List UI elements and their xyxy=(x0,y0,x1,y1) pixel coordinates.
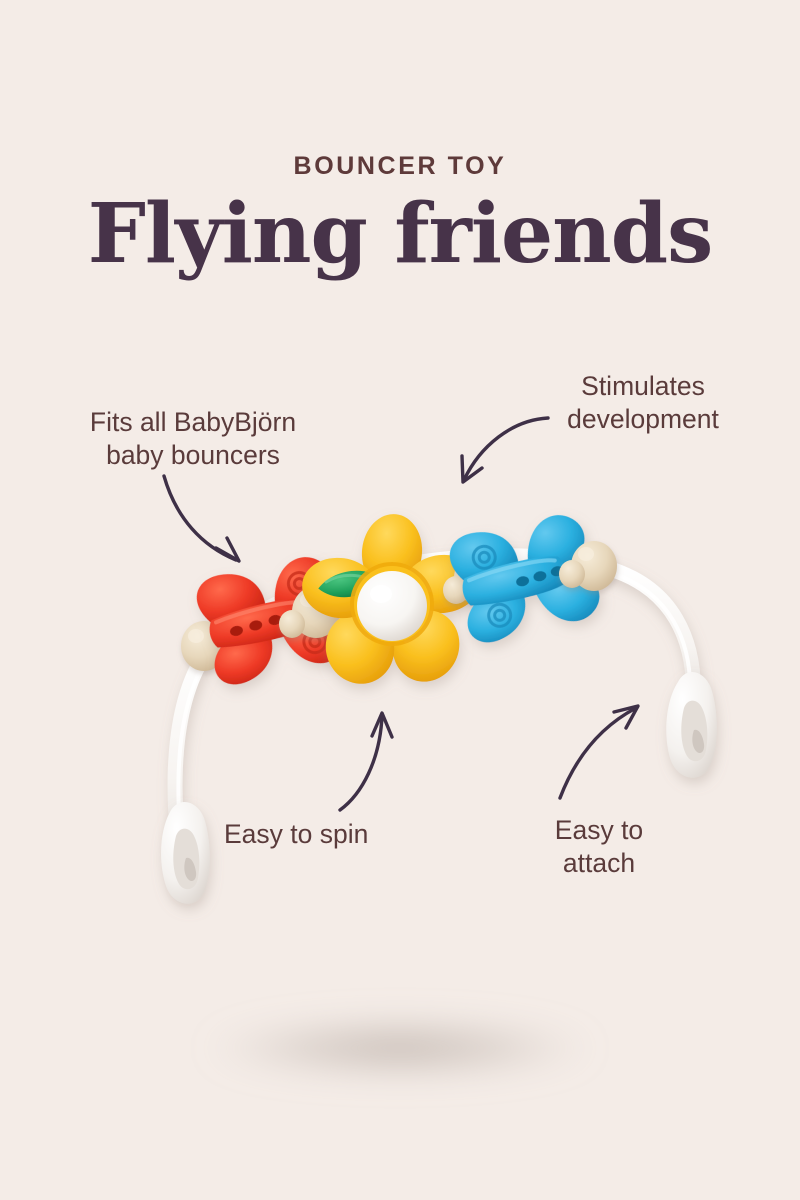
annotation-spin-label: Easy to spin xyxy=(224,819,369,849)
floor-shadow xyxy=(205,1018,595,1078)
eyebrow-label: BOUNCER TOY xyxy=(293,152,507,180)
annotation-fits-label: Fits all BabyBjörn baby bouncers xyxy=(89,407,297,471)
yellow-flower[interactable] xyxy=(298,511,483,693)
page-title: Flying friends xyxy=(87,186,714,282)
wooden-bead-4 xyxy=(559,541,617,591)
annotation-stimulates-label: Stimulates development xyxy=(567,371,719,435)
flower-center-ball xyxy=(357,571,427,641)
attachment-clip-right xyxy=(666,671,717,778)
attachment-clip-left xyxy=(161,801,210,904)
annotation-attach-label: Easy to attach xyxy=(554,815,644,879)
